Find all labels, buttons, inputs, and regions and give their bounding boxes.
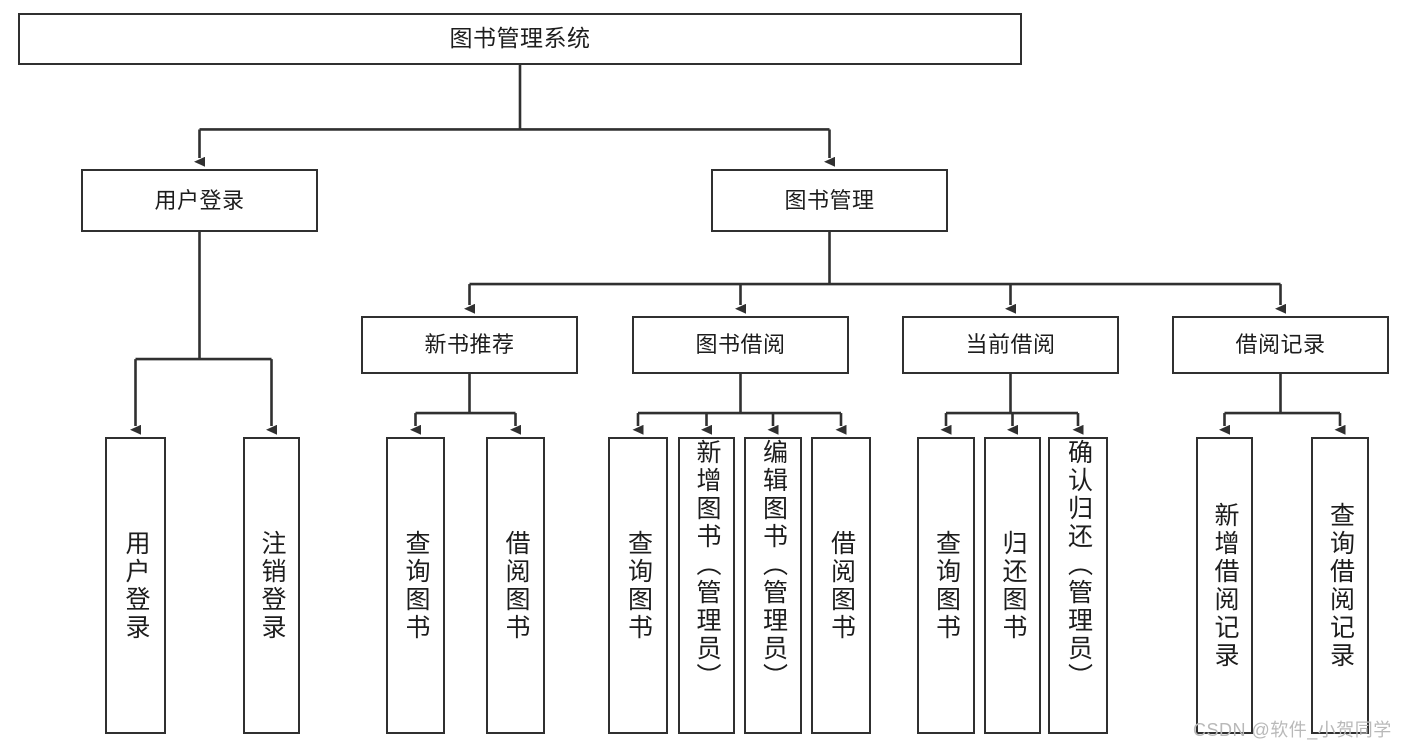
node-leaf-query-book-cb[interactable]: 查询图书 (917, 437, 975, 734)
node-label: 图书管理 (784, 187, 875, 213)
node-label: 查询图书 (624, 529, 653, 642)
node-label: 用户登录 (154, 187, 245, 213)
node-current-borrow[interactable]: 当前借阅 (902, 316, 1119, 374)
node-label: 新增图书（管理员） (693, 439, 721, 691)
node-borrow-record[interactable]: 借阅记录 (1172, 316, 1389, 374)
node-label: 查询借阅记录 (1326, 501, 1355, 670)
node-leaf-return-book[interactable]: 归还图书 (984, 437, 1041, 734)
node-label: 新书推荐 (424, 332, 515, 358)
node-label: 借阅图书 (827, 529, 856, 642)
node-leaf-query-book-nb[interactable]: 查询图书 (386, 437, 445, 734)
node-label: 确认归还（管理员） (1064, 439, 1093, 691)
node-leaf-confirm-return[interactable]: 确认归还（管理员） (1048, 437, 1108, 734)
node-book-manage[interactable]: 图书管理 (711, 169, 948, 232)
node-label: 当前借阅 (965, 332, 1056, 358)
watermark-text: CSDN @软件_小贺同学 (1193, 720, 1392, 740)
node-user-login[interactable]: 用户登录 (81, 169, 318, 232)
node-label: 查询图书 (402, 529, 430, 642)
node-book-borrow[interactable]: 图书借阅 (632, 316, 849, 374)
node-root[interactable]: 图书管理系统 (18, 13, 1022, 65)
node-label: 图书借阅 (695, 332, 786, 358)
node-new-book-recommend[interactable]: 新书推荐 (361, 316, 578, 374)
node-label: 归还图书 (999, 529, 1027, 642)
node-leaf-query-book-bb[interactable]: 查询图书 (608, 437, 668, 734)
node-label: 注销登录 (258, 529, 286, 642)
node-leaf-add-book[interactable]: 新增图书（管理员） (678, 437, 735, 734)
node-leaf-add-record[interactable]: 新增借阅记录 (1196, 437, 1253, 734)
node-label: 用户登录 (122, 529, 150, 642)
node-label: 新增借阅记录 (1211, 501, 1239, 670)
node-label: 查询图书 (932, 529, 961, 642)
node-leaf-logout[interactable]: 注销登录 (243, 437, 300, 734)
node-label: 借阅图书 (502, 529, 530, 642)
node-label: 图书管理系统 (449, 25, 591, 52)
node-leaf-borrow-book-nb[interactable]: 借阅图书 (486, 437, 545, 734)
node-label: 借阅记录 (1235, 332, 1326, 358)
node-leaf-user-login[interactable]: 用户登录 (105, 437, 166, 734)
node-label: 编辑图书（管理员） (759, 439, 788, 691)
node-leaf-borrow-book-bb[interactable]: 借阅图书 (811, 437, 871, 734)
node-leaf-query-record[interactable]: 查询借阅记录 (1311, 437, 1369, 734)
node-leaf-edit-book[interactable]: 编辑图书（管理员） (744, 437, 802, 734)
